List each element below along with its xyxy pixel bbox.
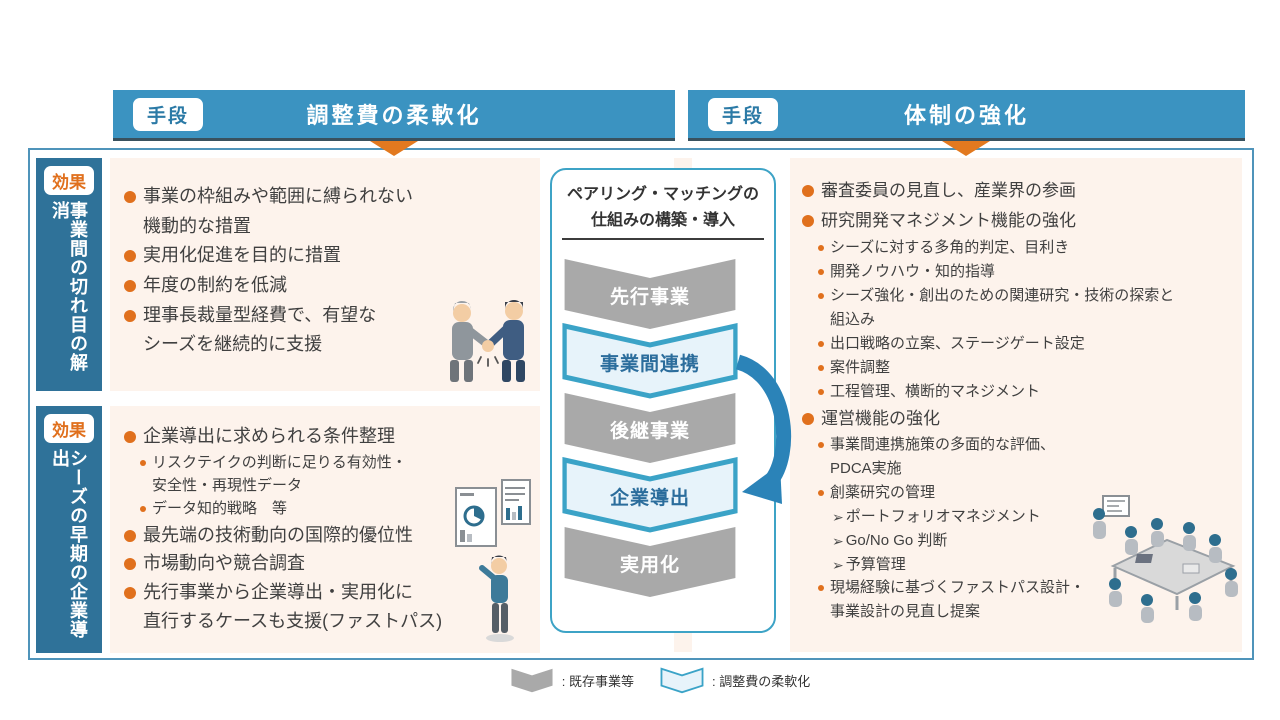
sub-bullet-item: シーズに対する多角的判定、目利き: [818, 236, 1228, 260]
panel-flexibility-bottom: 企業導出に求められる条件整理 リスクテイクの判断に足りる有効性・ 安全性・再現性…: [110, 406, 540, 653]
bullet-item: 年度の制約を低減: [124, 271, 526, 301]
arrow-bullet-item: ➢ポートフォリオマネジメント: [832, 505, 1228, 529]
flow-step-existing: 先行事業: [562, 256, 738, 332]
bullet-icon: [124, 431, 136, 443]
bullet-icon: [124, 309, 136, 322]
flow-steps: 先行事業 事業間連携 後継事業 企業導出 実用化: [562, 256, 738, 600]
flow-step-existing: 後継事業: [562, 390, 738, 466]
bullet-icon: [802, 185, 814, 197]
bullet-item: 事業の枠組みや範囲に縛られない 機動的な措置: [124, 182, 526, 241]
bullet-item: 企業導出に求められる条件整理: [124, 422, 526, 451]
header-title: 調整費の柔軟化: [306, 103, 482, 128]
effect-sidebar-seamless: 効果 事業間の切れ目の解消: [36, 158, 102, 391]
legend-label: : 既存事業等: [561, 674, 634, 689]
chart-presenter-illustration: [455, 479, 531, 642]
bullet-icon: [140, 506, 146, 513]
arrowhead-bullet-icon: ➢: [832, 556, 844, 573]
step-label: 企業導出: [609, 488, 690, 509]
pairing-matching-card: ペアリング・マッチングの 仕組みの構築・導入 先行事業 事業間連携 後継事業 企…: [550, 168, 776, 633]
effect-sidebar-early-licensing: 効果 シーズの早期の企業導出: [36, 406, 102, 653]
bullet-item: 最先端の技術動向の国際的優位性: [124, 521, 526, 550]
arrow-bullet-item: ➢Go/No Go 判断: [832, 529, 1228, 553]
bullet-icon: [124, 529, 136, 542]
bullet-icon: [818, 364, 824, 371]
curve-arrow-icon: [736, 354, 792, 504]
sub-bullet-item: シーズ強化・創出のための関連研究・技術の探索と 組込み: [818, 284, 1228, 332]
panel-flexibility-top: 事業の枠組みや範囲に縛られない 機動的な措置 実用化促進を目的に措置 年度の制約…: [110, 158, 540, 391]
down-arrow-icon: [942, 141, 990, 156]
arrowhead-bullet-icon: ➢: [832, 509, 844, 526]
bullet-icon: [124, 280, 136, 293]
means-badge: 手段: [133, 98, 204, 131]
bullet-item: 理事長裁量型経費で、有望な シーズを継続的に支援: [124, 301, 526, 360]
bullet-icon: [124, 191, 136, 203]
bullet-icon: [818, 388, 824, 395]
bullet-item: 研究開発マネジメント機能の強化: [802, 206, 1228, 236]
sub-bullet-item: 事業間連携施策の多面的な評価、 PDCA実施: [818, 433, 1228, 481]
bullet-icon: [124, 250, 136, 263]
bullet-icon: [818, 268, 824, 275]
bullet-icon: [802, 412, 814, 425]
bullet-icon: [818, 340, 824, 347]
bullet-item: 実用化促進を目的に措置: [124, 241, 526, 271]
bullet-item: 審査委員の見直し、産業界の参画: [802, 176, 1228, 206]
step-label: 事業間連携: [599, 354, 700, 375]
means-header-flexibility: 手段 調整費の柔軟化: [113, 90, 675, 141]
bullet-icon: [818, 244, 824, 251]
step-label: 先行事業: [609, 287, 690, 308]
arrow-bullet-item: ➢予算管理: [832, 553, 1228, 577]
bullet-icon: [818, 490, 824, 497]
legend-item-flex: : 調整費の柔軟化: [660, 667, 810, 694]
bullet-icon: [124, 558, 136, 571]
bullet-icon: [140, 459, 146, 466]
sub-bullet-item: 出口戦略の立案、ステージゲート設定: [818, 332, 1228, 356]
effect-label: シーズの早期の企業導出: [50, 449, 88, 639]
means-header-structure: 手段 体制の強化: [688, 90, 1245, 141]
down-arrow-icon: [370, 141, 418, 156]
sub-bullet-item: 案件調整: [818, 356, 1228, 380]
flow-step-existing: 実用化: [562, 524, 738, 600]
bullet-item: 先行事業から企業導出・実用化に 直行するケースも支援(ファストパス): [124, 578, 526, 636]
bullet-icon: [124, 587, 136, 600]
sub-bullet-item: 現場経験に基づくファストパス設計・ 事業設計の見直し提案: [818, 576, 1228, 624]
card-title: ペアリング・マッチングの 仕組みの構築・導入: [566, 186, 759, 229]
sub-bullet-item: データ知的戦略 等: [140, 497, 526, 520]
flow-step-flex: 事業間連携: [562, 323, 738, 399]
bullet-item: 市場動向や競合調査: [124, 549, 526, 578]
effect-badge: 効果: [44, 166, 94, 195]
effect-badge: 効果: [44, 414, 94, 443]
sub-bullet-item: リスクテイクの判断に足りる有効性・ 安全性・再現性データ: [140, 451, 526, 498]
effect-label: 事業間の切れ目の解消: [50, 201, 88, 372]
flow-step-flex: 企業導出: [562, 457, 738, 533]
legend-label: : 調整費の柔軟化: [712, 674, 811, 689]
step-label: 後継事業: [609, 421, 690, 442]
sub-bullet-item: 工程管理、横断的マネジメント: [818, 380, 1228, 404]
means-badge: 手段: [708, 98, 779, 131]
legend-swatch-existing: [511, 668, 553, 693]
bullet-icon: [818, 292, 824, 299]
step-label: 実用化: [619, 555, 680, 576]
sub-bullet-item: 開発ノウハウ・知的指導: [818, 260, 1228, 284]
bullet-item: 運営機能の強化: [802, 404, 1228, 434]
legend: : 既存事業等 : 調整費の柔軟化: [0, 667, 1280, 694]
arrowhead-bullet-icon: ➢: [832, 532, 844, 549]
header-title: 体制の強化: [903, 103, 1029, 128]
legend-swatch-flex: [660, 667, 704, 694]
sub-bullet-item: 創薬研究の管理: [818, 481, 1228, 505]
meeting-illustration: [1093, 495, 1238, 623]
legend-item-existing: : 既存事業等: [510, 667, 634, 694]
title-underline: [562, 238, 764, 241]
bullet-icon: [802, 214, 814, 227]
panel-structure: 審査委員の見直し、産業界の参画 研究開発マネジメント機能の強化 シーズに対する多…: [790, 158, 1242, 652]
handshake-illustration: [450, 300, 525, 382]
bullet-icon: [818, 442, 824, 449]
bullet-icon: [818, 585, 824, 592]
